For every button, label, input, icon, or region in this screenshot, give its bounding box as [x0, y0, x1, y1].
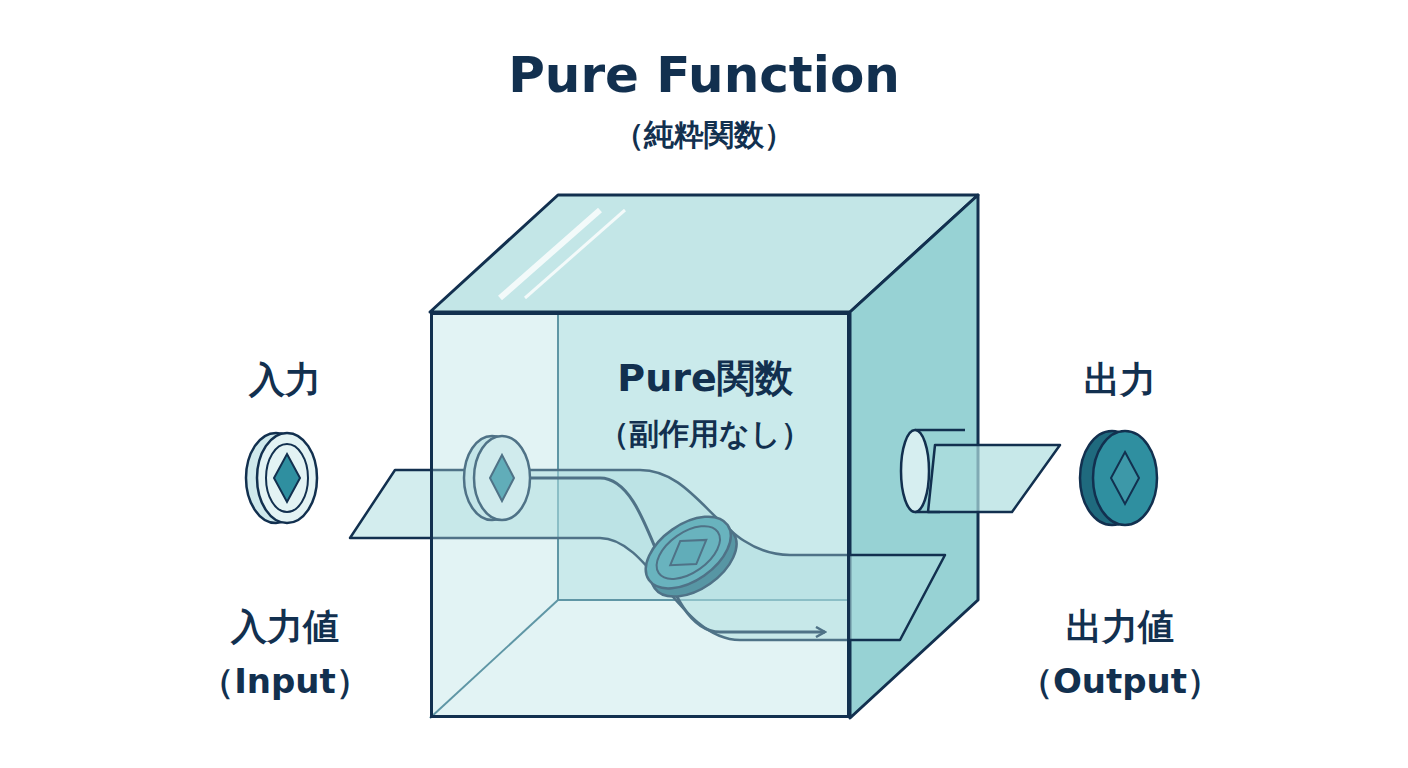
input-label-en: （Input）	[200, 659, 370, 705]
node-note: （副作用なし）	[599, 414, 811, 455]
node-heading: Pure関数	[617, 353, 792, 404]
input-label: 入力値	[231, 603, 339, 652]
input-coin	[246, 433, 317, 523]
output-tube	[901, 430, 1060, 512]
input-heading: 入力	[249, 356, 321, 405]
diagram-title: Pure Function	[508, 46, 900, 104]
output-heading: 出力	[1084, 356, 1156, 405]
subtitle: （純粋関数）	[614, 115, 794, 156]
glass-highlight	[525, 210, 625, 298]
glass-highlight	[500, 210, 600, 298]
pure-function-cube: Pure関数 （副作用なし）	[430, 312, 850, 718]
output-coin	[1080, 431, 1157, 525]
output-label: 出力値	[1066, 603, 1174, 652]
output-label-en: （Output）	[1019, 659, 1221, 705]
